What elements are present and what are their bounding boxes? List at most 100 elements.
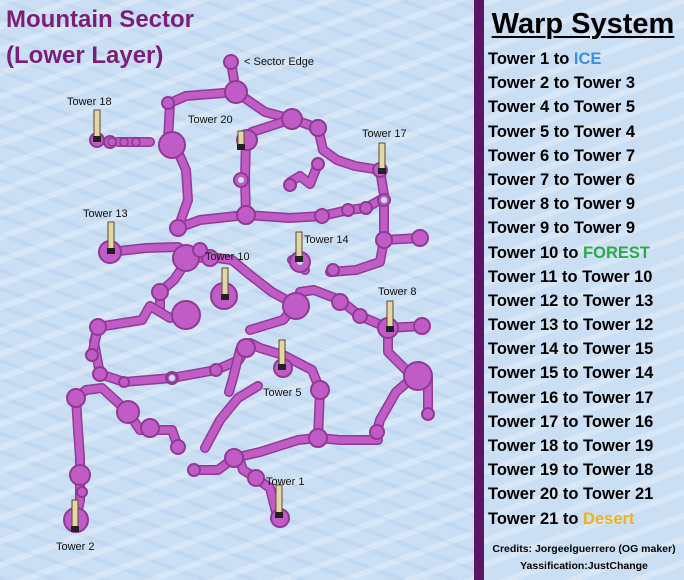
path-node	[170, 439, 186, 455]
warp-destination: Tower 19	[583, 437, 654, 455]
warp-item: Tower 11 to Tower 10	[488, 265, 653, 289]
warp-source: Tower 1 to	[488, 50, 574, 68]
tower-2-label: Tower 2	[56, 541, 95, 553]
path-node	[224, 80, 248, 104]
warp-item: Tower 8 to Tower 9	[488, 192, 653, 216]
tower-18-post	[93, 109, 101, 142]
tower-1-post	[275, 484, 283, 518]
warp-panel: Warp System Tower 1 to ICE Tower 2 to Tow…	[484, 0, 684, 580]
path-node	[151, 283, 169, 301]
path-node	[224, 448, 244, 468]
path-node	[209, 363, 223, 377]
path-node	[309, 119, 327, 137]
path-node	[369, 424, 385, 440]
tower-14-post	[295, 231, 303, 262]
warp-item: Tower 18 to Tower 19	[488, 434, 653, 458]
sector-edge-label: < Sector Edge	[244, 56, 315, 68]
path-node	[375, 231, 393, 249]
path-node	[92, 366, 108, 382]
warp-destination: Tower 12	[583, 316, 654, 335]
warp-destination: Tower 18	[583, 461, 654, 480]
tower-8-label: Tower 8	[378, 286, 417, 298]
warp-item: Tower 2 to Tower 3	[488, 71, 653, 95]
path-node	[314, 208, 330, 224]
warp-destination: Tower 5	[573, 98, 636, 117]
path-node	[89, 318, 107, 336]
path-node	[352, 308, 368, 324]
path-segment	[72, 394, 84, 524]
tower-5-label: Tower 5	[263, 387, 302, 399]
warp-destination: Tower 4	[573, 122, 636, 141]
path-node	[341, 203, 355, 217]
path-segment	[201, 382, 262, 452]
path-segment	[286, 160, 322, 188]
warp-source: Tower 11 to	[488, 267, 583, 286]
tower-20-label: Tower 20	[188, 114, 233, 126]
warp-item: Tower 14 to Tower 15	[488, 337, 653, 361]
warp-item: Tower 13 to Tower 12	[488, 313, 653, 337]
warp-source: Tower 15 to	[488, 364, 584, 383]
path-node	[283, 178, 297, 192]
path-node	[247, 469, 265, 487]
path-segment	[164, 88, 240, 144]
warp-destination: Tower 9	[573, 195, 636, 214]
ring-marker	[381, 197, 387, 203]
path-node	[161, 96, 175, 110]
warp-destination: Desert	[583, 509, 635, 528]
path-node	[76, 486, 88, 498]
warp-item: Tower 21 to Desert	[488, 507, 653, 531]
path-segment	[190, 434, 322, 474]
ring-marker	[238, 177, 244, 183]
credits-line-2: Yassification:JustChange	[520, 560, 648, 572]
path-node	[308, 428, 328, 448]
warp-source: Tower 5 to	[488, 122, 574, 141]
tower-20-post	[237, 130, 245, 150]
path-node	[236, 205, 256, 225]
path-segment	[325, 165, 389, 277]
tower-18-label: Tower 18	[67, 96, 112, 108]
warp-item: Tower 6 to Tower 7	[488, 144, 653, 168]
warp-source: Tower 4 to	[488, 98, 574, 117]
map-title: Mountain Sector	[6, 6, 195, 33]
credits-line-1: Credits: Jorgeelguerrero (OG maker)	[492, 543, 676, 555]
warp-destination: Tower 9	[573, 219, 636, 238]
path-node	[403, 361, 433, 391]
path-node	[413, 317, 431, 335]
warp-source: Tower 2 to	[488, 74, 574, 93]
path-node	[282, 292, 310, 320]
path-node	[158, 131, 186, 159]
tower-10-label: Tower 10	[205, 251, 250, 263]
warp-destination: FOREST	[583, 243, 650, 262]
warp-source: Tower 20 to	[488, 485, 584, 504]
path-node	[171, 300, 201, 330]
warp-source: Tower 12 to	[488, 291, 584, 310]
tower-5-post	[278, 339, 286, 370]
warp-destination: Tower 7	[573, 146, 636, 165]
warp-item: Tower 19 to Tower 18	[488, 458, 653, 482]
path-node	[140, 418, 160, 438]
warp-source: Tower 9 to	[488, 219, 574, 238]
path-node	[169, 219, 187, 237]
path-node	[69, 464, 91, 486]
warp-dot	[107, 137, 117, 147]
path-segment	[90, 302, 250, 386]
warp-source: Tower 18 to	[488, 437, 584, 455]
warp-item: Tower 10 to FOREST	[488, 241, 653, 265]
path-segment	[206, 253, 300, 309]
warp-panel-title: Warp System	[491, 8, 675, 40]
warp-source: Tower 13 to	[488, 316, 584, 335]
path-node	[311, 157, 325, 171]
tower-13-label: Tower 13	[83, 208, 128, 220]
warp-destination: Tower 15	[583, 340, 654, 359]
warp-destination: ICE	[573, 50, 602, 68]
warp-item: Tower 4 to Tower 5	[488, 95, 653, 119]
warp-destination: Tower 16	[583, 412, 654, 431]
path-node	[411, 229, 429, 247]
tower-10-post	[221, 267, 229, 300]
path-node	[281, 108, 303, 130]
path-node	[310, 380, 330, 400]
tower-13-post	[107, 221, 115, 254]
warp-source: Tower 16 to	[488, 388, 584, 407]
warp-destination: Tower 14	[583, 364, 654, 383]
tower-1-label: Tower 1	[266, 476, 305, 488]
